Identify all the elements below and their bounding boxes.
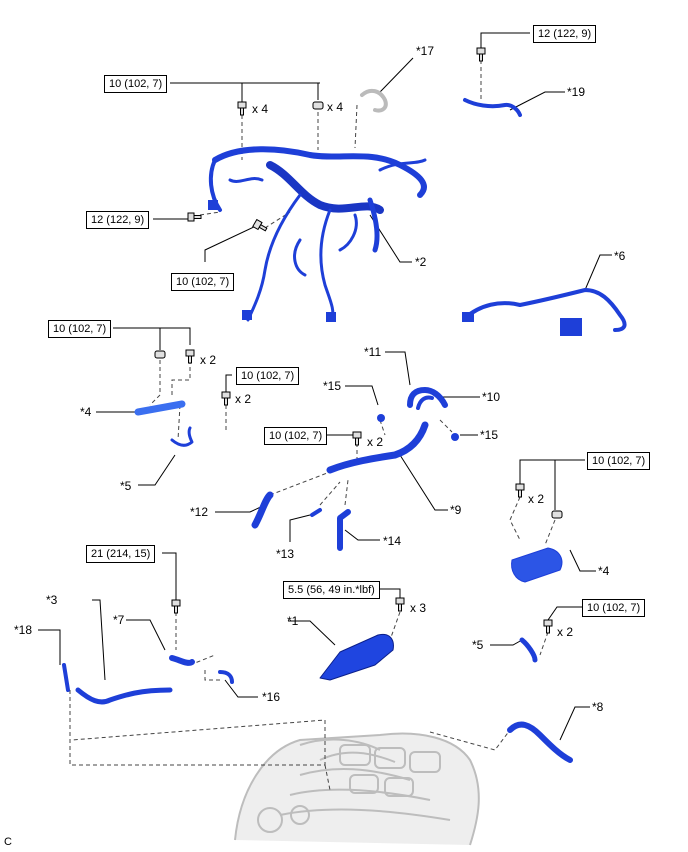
part-4-right [511,547,563,583]
engine-illustration [234,732,480,846]
callout-13: *13 [276,547,295,561]
nut-icon [551,510,563,519]
part-15a [377,414,385,422]
torque-label: 21 (214, 15) [86,545,156,563]
callout-16: *16 [262,690,281,704]
callout-12: *12 [190,505,209,519]
part-5-left [170,426,194,447]
torque-label: 10 (102, 7) [48,320,112,338]
part-3 [75,687,173,705]
bolt-icon [395,597,405,612]
bolt-icon [352,431,362,446]
part-16 [218,670,234,684]
quantity-label: x 2 [235,392,252,406]
part-4-left [134,400,186,416]
callout-7: *7 [113,613,125,627]
callout-11: *11 [364,345,382,359]
leader-lines [38,32,612,741]
callout-2: *2 [415,255,427,269]
callout-9: *9 [450,503,462,517]
torque-label: 10 (102, 7) [104,75,168,93]
part-9 [326,421,429,474]
part-19 [463,98,522,117]
torque-label: 12 (122, 9) [86,211,150,229]
bolt-icon [515,483,525,498]
dashed-lines [69,60,556,791]
bolt-icon [237,101,247,116]
torque-label: 10 (102, 7) [264,427,328,445]
part-15b [451,433,459,441]
bolt-icon [187,212,202,222]
callout-10: *10 [482,390,501,404]
callout-6: *6 [614,249,626,263]
torque-label: 10 (102, 7) [587,452,651,470]
torque-label: 10 (102, 7) [171,273,235,291]
part-5-right [519,637,538,663]
callout-15a: *15 [323,379,342,393]
engine-wire-harness [208,146,427,322]
quantity-label: x 2 [200,353,217,367]
torque-label: 10 (102, 7) [236,367,300,385]
parts [62,88,627,763]
part-1 [319,633,394,681]
quantity-label: x 3 [410,601,427,615]
bolt-icon [185,349,195,364]
quantity-label: x 2 [367,435,384,449]
quantity-label: x 4 [327,100,344,114]
part-17 [360,88,388,113]
torque-label: 10 (102, 7) [582,599,646,617]
part-6 [462,288,627,336]
callout-19: *19 [567,85,586,99]
part-10-11 [407,387,448,410]
callout-18: *18 [14,623,33,637]
callout-17: *17 [416,44,435,58]
torque-label: 12 (122, 9) [533,25,597,43]
callout-5b: *5 [472,638,484,652]
callout-5a: *5 [120,479,132,493]
callout-4b: *4 [598,564,610,578]
torque-label: 5.5 (56, 49 in.*lbf) [283,581,380,599]
part-14 [337,509,351,551]
nut-icon [154,350,166,359]
part-7 [169,655,195,666]
quantity-label: x 2 [557,625,574,639]
callout-14: *14 [383,534,402,548]
quantity-label: x 4 [252,102,269,116]
quantity-label: x 2 [528,492,545,506]
part-8 [507,721,573,763]
part-18 [62,663,70,692]
bolt-icon [252,218,268,232]
part-12 [251,491,274,529]
callout-8: *8 [592,700,604,714]
bolts [154,47,563,634]
callout-1: *1 [287,614,299,628]
bolt-icon [221,391,231,406]
callout-15b: *15 [480,428,499,442]
nut-icon [312,101,324,110]
callout-4a: *4 [80,405,92,419]
part-13 [310,508,322,517]
bolt-icon [171,599,181,614]
figure-code: C [4,836,12,848]
callout-3: *3 [46,593,58,607]
bolt-icon [543,619,553,634]
bolt-icon [476,47,486,62]
